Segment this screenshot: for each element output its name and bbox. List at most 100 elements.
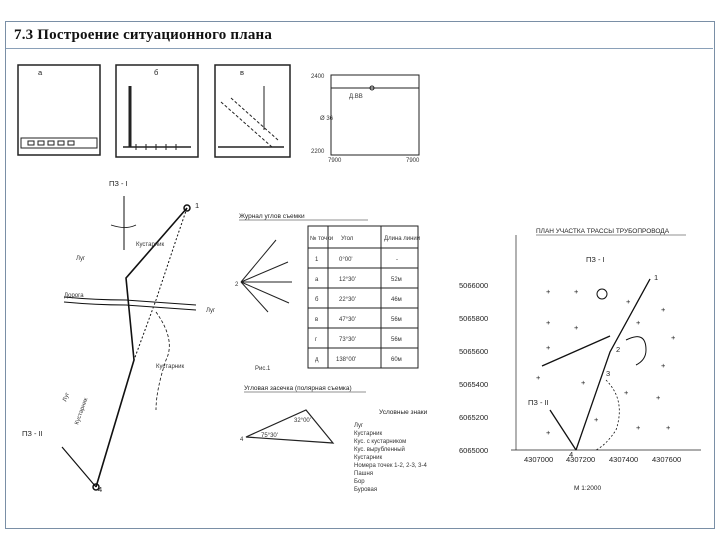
svg-text:+: +	[636, 318, 641, 327]
svg-text:+: +	[536, 373, 541, 382]
cell-r3-c3: 46м	[391, 297, 402, 303]
plan-x-2: 4307200	[566, 455, 595, 464]
cell-r4-c1: в	[315, 317, 318, 323]
area-label-3: Луг	[206, 308, 216, 314]
panel-b-label: б	[154, 68, 158, 77]
node-1-label: 1	[195, 201, 199, 210]
th-length: Длина линии	[384, 236, 420, 242]
panel-v: в	[214, 64, 291, 158]
cell-r4-c3: 56м	[391, 317, 402, 323]
svg-text:+: +	[581, 378, 586, 387]
plan-x-3: 4307400	[609, 455, 638, 464]
legend-item-5: Кустарник	[354, 455, 382, 461]
legend-item-4: Кус. вырубленный	[354, 446, 405, 453]
lower-title: Угловая засечка (полярная съемка)	[244, 385, 352, 392]
plot-bottom-b: 7900	[406, 158, 420, 164]
y-coord-2: 5065800	[459, 314, 488, 323]
area-label-4: Кустарник	[156, 364, 184, 370]
area-label-5: Луг	[62, 391, 71, 402]
table-title: Журнал углов съемки	[239, 213, 305, 220]
plan-x-4: 4307600	[652, 455, 681, 464]
plan-point-1: 1	[654, 273, 658, 282]
title-divider	[6, 48, 713, 49]
legend-item-3: Кус. с кустарником	[354, 439, 406, 445]
cell-r4-c2: 47°30'	[339, 317, 356, 323]
svg-text:2: 2	[235, 282, 239, 288]
y-coord-6: 6065000	[459, 446, 488, 455]
plan-point-2: 2	[616, 345, 620, 354]
legend-item-9: Буровая	[354, 487, 377, 493]
y-coord-1: 5066000	[459, 281, 488, 290]
plan-symbols: +++ +++ +++ +++ +++ +++	[536, 287, 676, 437]
legend-title: Условные знаки	[379, 409, 428, 416]
svg-text:+: +	[574, 287, 579, 296]
panel-v-label: в	[240, 68, 244, 77]
th-angle: Угол	[341, 236, 354, 242]
legend-item-6: Номера точек 1-2, 2-3, 3-4	[354, 463, 427, 469]
pz-bottom-label: ПЗ - II	[22, 429, 43, 438]
plan-pz1: ПЗ - I	[586, 255, 605, 264]
svg-text:+: +	[546, 343, 551, 352]
svg-text:+: +	[546, 318, 551, 327]
small-coordinate-plot: 2400 2200 7900 7900 Д.ВВ Ø 36	[311, 74, 420, 164]
svg-text:+: +	[574, 323, 579, 332]
svg-text:+: +	[594, 415, 599, 424]
legend-list: Луг Кустарник Кус. с кустарником Кус. вы…	[354, 423, 427, 493]
node-4-label: 4	[98, 485, 102, 494]
plan-point-3: 3	[606, 369, 610, 378]
panel-a: а	[17, 64, 101, 156]
cell-r2-c3: 52м	[391, 277, 402, 283]
angle-2: 32°00'	[294, 418, 311, 424]
plot-side-label: Ø 36	[320, 116, 334, 122]
angles-table: № точки Угол Длина линии 1 0°00' - а 12°…	[307, 225, 420, 369]
svg-text:+: +	[666, 423, 671, 432]
svg-text:+: +	[624, 388, 629, 397]
svg-text:+: +	[546, 287, 551, 296]
plan-title: ПЛАН УЧАСТКА ТРАССЫ ТРУБОПРОВОДА	[536, 228, 670, 235]
plan-pz2: ПЗ - II	[528, 398, 549, 407]
y-axis-coordinates: 5066000 5065800 5065600 5065400 6065200 …	[459, 281, 488, 455]
pz-top-label: ПЗ - I	[109, 179, 128, 188]
svg-text:+: +	[661, 361, 666, 370]
traverse-sketch: ПЗ - I ПЗ - II 1 4 Дорога Луг Кустарник …	[22, 179, 216, 494]
angle-1: 75°30'	[261, 433, 278, 439]
svg-text:4: 4	[240, 437, 244, 443]
legend-item-2: Кустарник	[354, 431, 382, 437]
svg-text:+: +	[656, 393, 661, 402]
panel-b: б	[115, 64, 199, 158]
svg-text:+: +	[546, 428, 551, 437]
cell-r1-c1: 1	[315, 257, 319, 263]
svg-text:+: +	[636, 423, 641, 432]
panel-a-label: а	[38, 68, 43, 77]
plot-top-left: 2400	[311, 74, 325, 80]
plot-bottom-a: 7900	[328, 158, 342, 164]
cell-r2-c2: 12°30'	[339, 277, 356, 283]
cell-r5-c1: г	[315, 337, 318, 343]
page-title: 7.3 Построение ситуационного плана	[14, 27, 273, 43]
cell-r2-c1: а	[315, 277, 319, 283]
area-label-1: Луг	[76, 256, 86, 262]
slide-frame	[5, 21, 715, 529]
y-coord-3: 5065600	[459, 347, 488, 356]
cell-r6-c2: 138°00'	[336, 357, 356, 363]
road-label: Дорога	[64, 293, 84, 299]
svg-text:+: +	[671, 333, 676, 342]
plan-x-1: 4307000	[524, 455, 553, 464]
cell-r6-c3: 60м	[391, 357, 402, 363]
figure-label: Рис.1	[255, 366, 271, 372]
plan-point-4: 4	[569, 450, 573, 459]
legend-item-8: Бор	[354, 479, 365, 485]
triangle-sketch: 75°30' 32°00' 4	[240, 409, 335, 444]
scanned-figure: а б в 2400 2200 7900 7900 Д.ВВ Ø 3	[17, 64, 701, 494]
plot-bottom-left: 2200	[311, 149, 325, 155]
plan-scale: М 1:2000	[574, 485, 601, 492]
table-panel: Журнал углов съемки 2 № точки Угол Длина…	[235, 213, 428, 493]
pipeline-plan: ПЛАН УЧАСТКА ТРАССЫ ТРУБОПРОВОДА ПЗ - I …	[511, 228, 701, 492]
y-coord-5: 6065200	[459, 413, 488, 422]
svg-text:+: +	[626, 297, 631, 306]
cell-r1-c2: 0°00'	[339, 257, 353, 263]
angle-fan: 2	[235, 239, 292, 313]
th-point: № точки	[310, 235, 333, 242]
cell-r5-c2: 73°30'	[339, 337, 356, 343]
cell-r5-c3: 56м	[391, 337, 402, 343]
